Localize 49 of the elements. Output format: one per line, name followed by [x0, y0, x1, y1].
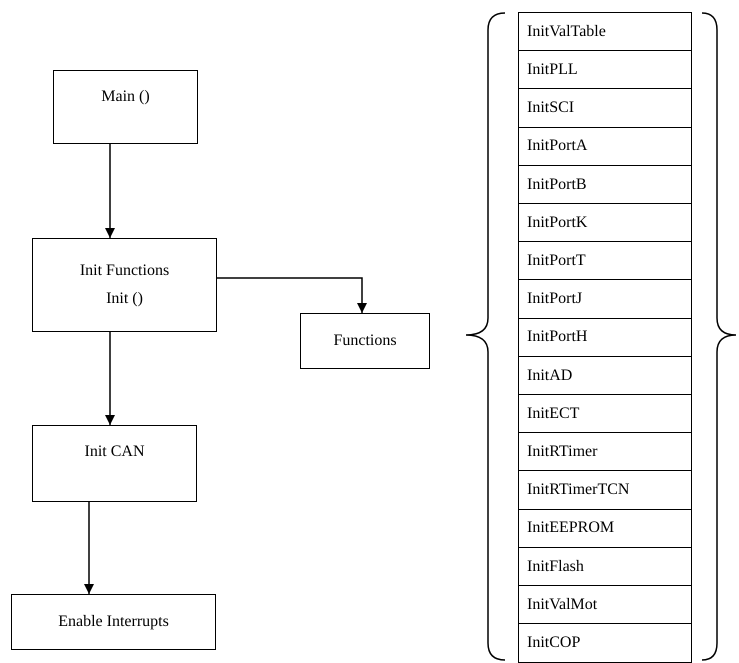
node-label: Init CAN — [84, 442, 144, 462]
node-label: InitPortK — [527, 212, 588, 233]
function-row — [518, 88, 692, 128]
node-label: InitPLL — [527, 60, 578, 80]
function-row — [518, 432, 692, 472]
arrow — [105, 144, 115, 238]
node-label: InitRTimer — [527, 442, 598, 462]
arrow — [105, 332, 115, 425]
node-label: InitSCI — [527, 98, 574, 118]
node-label: InitEEPROM — [527, 518, 614, 538]
process-box — [32, 238, 217, 332]
function-row — [518, 203, 692, 243]
node-label: InitECT — [527, 404, 580, 424]
node-label: InitPortB — [527, 174, 587, 195]
node-label: Init Functions — [80, 261, 170, 281]
function-row — [518, 394, 692, 434]
function-row — [518, 318, 692, 358]
function-row — [518, 585, 692, 625]
node-label: InitPortT — [527, 251, 586, 272]
node-label: InitPortA — [527, 136, 588, 156]
node-label: Init () — [106, 289, 143, 309]
node-label: InitValTable — [527, 22, 606, 42]
function-row — [518, 50, 692, 90]
process-box — [53, 70, 198, 144]
function-row — [518, 470, 692, 510]
node-label: InitValMot — [527, 594, 598, 615]
arrow — [217, 277, 367, 313]
node-label: Enable Interrupts — [58, 612, 169, 632]
process-box — [11, 594, 216, 650]
function-row — [518, 241, 692, 281]
function-row — [518, 356, 692, 396]
node-label: InitPortH — [527, 327, 588, 348]
arrow — [84, 502, 94, 594]
function-row — [518, 623, 692, 663]
process-box — [300, 313, 430, 369]
node-label: Main () — [101, 87, 150, 107]
node-label: InitPortJ — [527, 289, 582, 310]
function-row — [518, 508, 692, 548]
node-label: InitCOP — [527, 633, 580, 654]
function-row — [518, 279, 692, 320]
function-row — [518, 164, 692, 204]
function-row — [518, 126, 692, 166]
function-row — [518, 12, 692, 52]
node-label: InitAD — [527, 366, 572, 386]
process-box — [32, 425, 197, 502]
node-label: Functions — [333, 331, 397, 351]
node-label: InitFlash — [527, 556, 584, 577]
function-row — [518, 546, 692, 586]
node-label: InitRTimerTCN — [527, 480, 630, 500]
